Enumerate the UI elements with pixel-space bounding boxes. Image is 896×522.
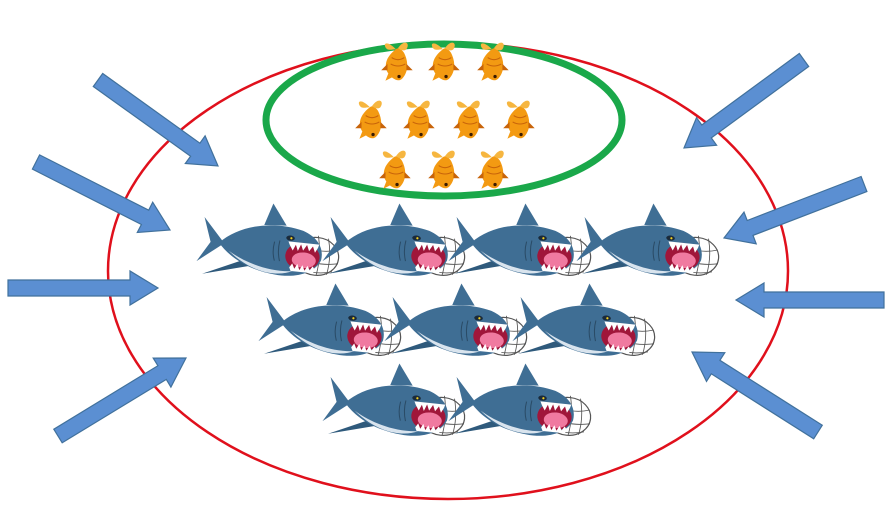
goldfish-enclosure-ellipse — [262, 40, 626, 200]
shark-with-net-icon — [446, 355, 597, 449]
shark-with-net-icon — [194, 195, 345, 289]
shark-group — [194, 195, 725, 449]
shark-with-net-icon — [510, 275, 661, 369]
arrow-icon — [734, 281, 885, 319]
shark-with-net-icon — [320, 195, 471, 289]
arrow-group — [7, 52, 885, 444]
arrow-icon — [52, 357, 187, 444]
goldfish-icon — [427, 150, 461, 190]
shark-with-net-icon — [446, 195, 597, 289]
shark-with-net-icon — [574, 195, 725, 289]
arrow-icon — [92, 72, 219, 167]
arrow-icon — [691, 351, 824, 440]
goldfish-icon — [378, 150, 412, 190]
goldfish-group — [354, 42, 536, 190]
shark-with-net-icon — [256, 275, 407, 369]
shark-with-net-icon — [320, 355, 471, 449]
goldfish-icon — [402, 100, 436, 140]
goldfish-icon — [427, 42, 461, 82]
arrow-icon — [31, 154, 172, 234]
arrow-icon — [7, 269, 160, 307]
goldfish-icon — [502, 100, 536, 140]
shark-with-net-icon — [382, 275, 533, 369]
goldfish-icon — [354, 100, 388, 140]
arrow-icon — [683, 52, 810, 149]
goldfish-icon — [476, 150, 510, 190]
arrow-icon — [722, 175, 868, 245]
goldfish-icon — [452, 100, 486, 140]
